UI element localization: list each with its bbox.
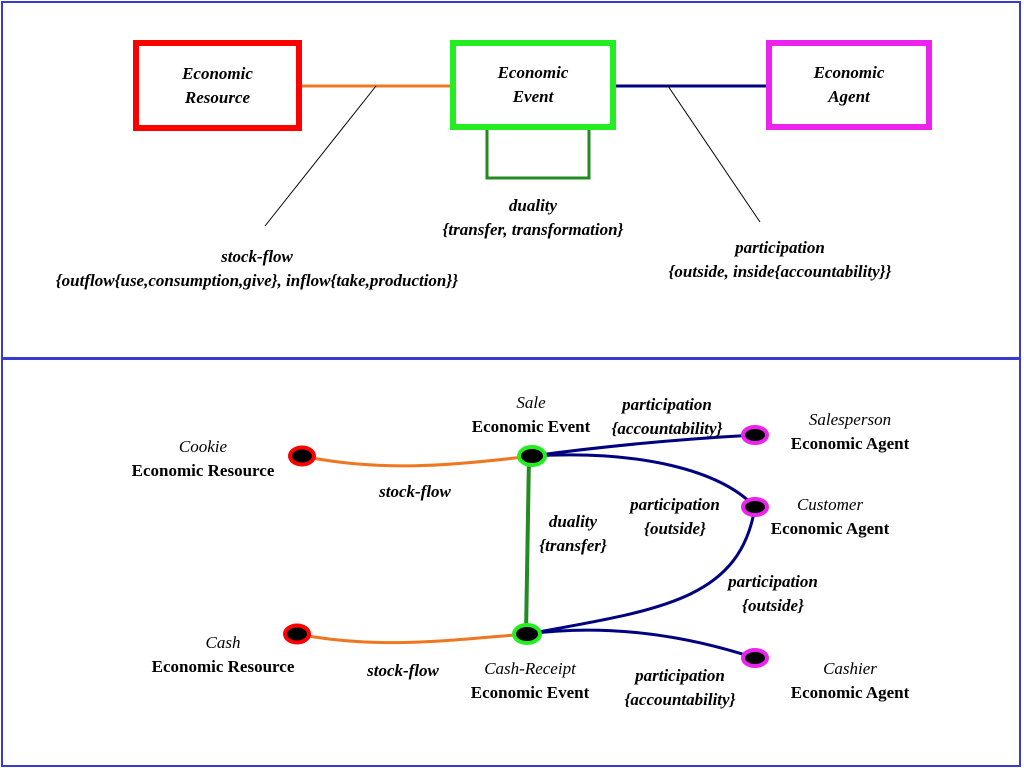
participation-customer-sale-line1: participation <box>630 495 720 514</box>
sale-name: Sale <box>516 393 546 412</box>
sale-salesperson-participation <box>531 433 756 458</box>
participation-salesperson-line1: participation <box>622 395 712 414</box>
stock-flow-label-1: stock-flow <box>379 482 451 501</box>
cookie-label: Cookie Economic Resource <box>108 435 298 483</box>
salesperson-type: Economic Agent <box>790 434 910 453</box>
cash-receipt-node <box>512 623 542 645</box>
sale-type: Economic Event <box>471 417 591 436</box>
economic-resource-box: Economic Resource <box>133 40 302 131</box>
sale-label: Sale Economic Event <box>446 391 616 439</box>
participation-cashier-line2: {accountability} <box>624 690 736 709</box>
duality-transfer-label: duality {transfer} <box>518 510 628 558</box>
salesperson-node <box>741 425 769 445</box>
cookie-sale-flow <box>301 454 533 468</box>
stock-flow-label-line1: stock-flow <box>221 247 293 266</box>
duality-label-line1: duality <box>508 196 558 215</box>
cash-receipt-type: Economic Event <box>470 683 590 702</box>
stock-flow-label: stock-flow {outflow{use,consumption,give… <box>12 245 502 293</box>
salesperson-label: Salesperson Economic Agent <box>770 408 930 456</box>
cashier-name: Cashier <box>823 659 877 678</box>
economic-event-box: Economic Event <box>450 40 616 130</box>
sale-cashreceipt-duality <box>524 455 531 635</box>
cash-name: Cash <box>205 633 241 652</box>
cash-node <box>283 623 311 645</box>
cash-label: Cash Economic Resource <box>128 631 318 679</box>
duality-label-line2: {transfer, transformation} <box>442 220 624 239</box>
cashier-type: Economic Agent <box>790 683 910 702</box>
participation-label: participation {outside, inside{accountab… <box>630 236 930 284</box>
participation-cashier-label: participation {accountability} <box>605 664 755 712</box>
customer-type: Economic Agent <box>770 519 890 538</box>
bottom-panel <box>1 358 1021 767</box>
participation-customer-cash-line2: {outside} <box>742 596 804 615</box>
participation-salesperson-line2: {accountability} <box>611 419 723 438</box>
cashreceipt-cashier-participation <box>526 628 756 660</box>
duality-transfer-line1: duality <box>548 512 598 531</box>
duality-transfer-line2: {transfer} <box>539 536 607 555</box>
duality-label: duality {transfer, transformation} <box>403 194 663 242</box>
economic-agent-box: Economic Agent <box>766 40 932 130</box>
participation-customer-cash-line1: participation <box>728 572 818 591</box>
stock-flow-label-2: stock-flow <box>367 661 439 680</box>
participation-label-line2: {outside, inside{accountability}} <box>668 262 892 281</box>
participation-customer-sale-line2: {outside} <box>644 519 706 538</box>
event-box-line2: Event <box>512 87 554 106</box>
participation-cashier-line1: participation <box>635 666 725 685</box>
salesperson-name: Salesperson <box>808 410 892 429</box>
participation-customer-cash-label: participation {outside} <box>708 570 838 618</box>
stock-flow-pointer <box>264 85 377 227</box>
resource-box-line2: Resource <box>184 87 251 107</box>
event-box-line1: Economic <box>497 63 569 82</box>
resource-box-line1: Economic <box>182 63 253 83</box>
cash-type: Economic Resource <box>151 657 295 676</box>
cookie-node <box>288 445 316 467</box>
cookie-name: Cookie <box>178 437 228 456</box>
customer-node <box>741 497 769 517</box>
agent-box-line2: Agent <box>828 87 870 106</box>
cookie-type: Economic Resource <box>131 461 275 480</box>
participation-pointer <box>667 85 761 223</box>
cashreceipt-customer-participation <box>526 506 757 636</box>
participation-customer-sale-label: participation {outside} <box>610 493 740 541</box>
participation-salesperson-label: participation {accountability} <box>592 393 742 441</box>
cash-receipt-label: Cash-Receipt Economic Event <box>445 657 615 705</box>
sale-node <box>517 445 547 467</box>
cash-receipt-name: Cash-Receipt <box>484 659 576 678</box>
customer-name: Customer <box>796 495 864 514</box>
cashier-node <box>741 648 769 668</box>
sale-customer-participation <box>531 453 757 509</box>
cashier-label: Cashier Economic Agent <box>770 657 930 705</box>
participation-label-line1: participation <box>735 238 825 257</box>
stock-flow-label-line2: {outflow{use,consumption,give}, inflow{t… <box>55 271 459 290</box>
cash-cashreceipt-flow <box>296 632 528 645</box>
duality-loop-line <box>485 128 591 180</box>
agent-box-line1: Economic <box>813 63 885 82</box>
customer-label: Customer Economic Agent <box>750 493 910 541</box>
